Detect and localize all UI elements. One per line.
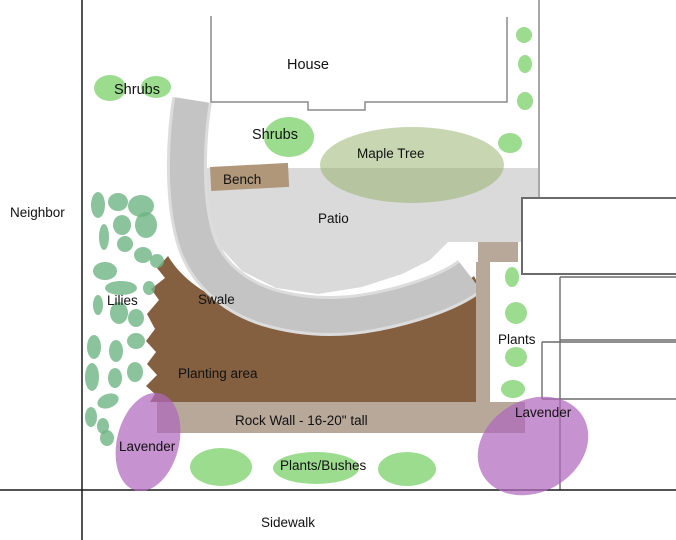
swale-path [169, 97, 481, 333]
plant-ellipse [150, 254, 164, 268]
plant-ellipse [110, 302, 128, 324]
shrub-ellipse [505, 347, 527, 367]
plant-ellipse [87, 335, 101, 359]
label-bench: Bench [223, 172, 261, 187]
label-neighbor: Neighbor [10, 205, 65, 220]
plant-ellipse [93, 262, 117, 280]
shrub-ellipse [516, 27, 532, 43]
label-plants: Plants [498, 332, 536, 347]
plant-ellipse [128, 195, 154, 217]
plant-ellipse [135, 212, 157, 238]
shrub-ellipse [264, 117, 314, 157]
shrub-ellipse [501, 380, 525, 398]
shrub-ellipse [505, 302, 527, 324]
plant-ellipse [128, 309, 144, 327]
label-maple-tree: Maple Tree [357, 146, 425, 161]
plant-ellipse [117, 236, 133, 252]
label-shrubs-left: Shrubs [114, 82, 160, 98]
lavender-plantings [115, 392, 589, 496]
shrub-plantings [94, 27, 533, 486]
rock-wall [157, 402, 525, 433]
right-structure-lines [541, 276, 676, 490]
maple-tree-canopy [320, 127, 504, 203]
label-patio: Patio [318, 211, 349, 226]
label-lavender-left: Lavender [119, 439, 176, 454]
plant-ellipse [93, 295, 103, 315]
shrub-ellipse [273, 452, 359, 484]
lily-cluster [85, 192, 164, 446]
label-planting-area: Planting area [178, 366, 258, 381]
label-swale: Swale [198, 292, 235, 307]
walls [157, 242, 525, 433]
plant-ellipse [127, 362, 143, 382]
plant-ellipse [134, 247, 152, 263]
label-house: House [287, 57, 329, 73]
plant-ellipse [85, 363, 99, 391]
label-sidewalk: Sidewalk [261, 515, 315, 530]
bench-shape [210, 162, 290, 191]
shrub-ellipse [94, 75, 126, 101]
house-outline [210, 0, 540, 197]
plant-ellipse [100, 430, 114, 446]
plant-ellipse [109, 340, 123, 362]
shrub-ellipse [378, 452, 436, 486]
label-plants-bushes: Plants/Bushes [280, 458, 367, 473]
plant-ellipse [91, 192, 105, 218]
plant-ellipse [127, 333, 145, 349]
patio-area [207, 168, 538, 294]
plant-ellipse [97, 393, 119, 409]
right-structure-box [521, 197, 676, 275]
house-wall-line [210, 16, 508, 111]
plant-ellipse [113, 215, 131, 235]
label-shrubs-center: Shrubs [252, 127, 298, 143]
plant-ellipse [143, 281, 155, 295]
lavender-right-shape [477, 396, 589, 496]
shrub-ellipse [518, 55, 532, 73]
plant-ellipse [85, 407, 97, 427]
shrub-ellipse [141, 76, 171, 98]
wall-strip-top [478, 242, 518, 262]
wall-strip-right [476, 262, 490, 403]
label-rock-wall: Rock Wall - 16-20" tall [235, 413, 368, 428]
plant-ellipse [108, 368, 122, 388]
label-lavender-right: Lavender [515, 405, 572, 420]
plant-ellipse [99, 224, 109, 250]
shrub-ellipse [498, 133, 522, 153]
plant-ellipse [97, 418, 109, 434]
shrub-ellipse [517, 92, 533, 110]
label-lilies: Lilies [107, 293, 138, 308]
lavender-left-shape [115, 392, 181, 492]
shrub-ellipse [190, 448, 252, 486]
plant-ellipse [108, 193, 128, 211]
shrub-ellipse [505, 267, 519, 287]
plant-ellipse [105, 281, 137, 295]
